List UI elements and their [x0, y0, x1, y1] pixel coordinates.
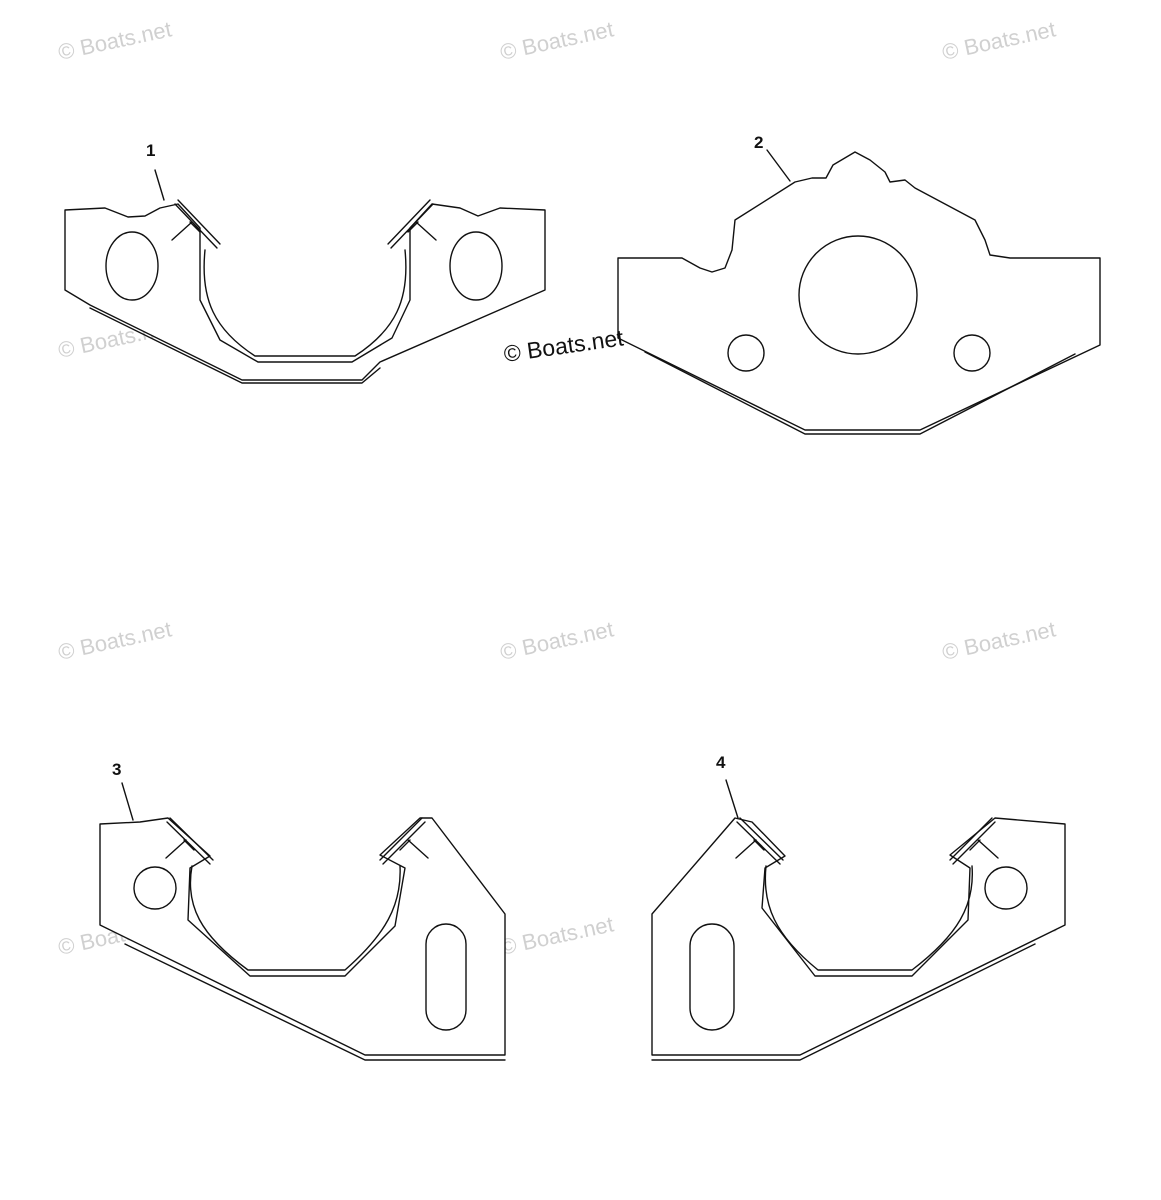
- gasket-4-hole-slot: [689, 923, 735, 1031]
- gasket-1-leader: [154, 169, 165, 201]
- watermark-text: © Boats.net: [498, 16, 616, 64]
- watermark-layer: © Boats.net © Boats.net © Boats.net © Bo…: [56, 16, 1058, 959]
- watermark-text: © Boats.net: [940, 616, 1058, 664]
- gasket-1-tab-left: [171, 199, 221, 249]
- gasket-4-callout: 4: [716, 753, 726, 772]
- gasket-1-callout: 1: [146, 141, 155, 160]
- gasket-1-outline: [64, 203, 546, 381]
- gasket-2[interactable]: 2: [617, 133, 1101, 435]
- gasket-3-tab-right: [379, 817, 429, 865]
- gasket-2-edge: [644, 351, 1076, 435]
- watermark-text: © Boats.net: [498, 616, 616, 664]
- gasket-4-outline: [651, 817, 1066, 1056]
- gasket-4-tab-right: [949, 817, 999, 865]
- gasket-2-callout: 2: [754, 133, 763, 152]
- gasket-3-hole-round: [133, 866, 177, 910]
- gasket-2-hole-center: [798, 235, 918, 355]
- gasket-1-tab-right: [387, 199, 437, 249]
- gasket-4-tab-left: [735, 817, 784, 865]
- gasket-3-leader: [121, 782, 134, 821]
- watermark-text: © Boats.net: [940, 16, 1058, 64]
- gasket-1-hole-left: [105, 231, 159, 301]
- gasket-4-edge: [651, 943, 1036, 1061]
- gasket-2-leader: [766, 149, 791, 182]
- gasket-2-hole-left: [727, 334, 765, 372]
- watermark-text: © Boats.net: [56, 616, 174, 664]
- gasket-3-edge: [124, 943, 506, 1061]
- gasket-4-hole-round: [984, 866, 1028, 910]
- gasket-3-callout: 3: [112, 760, 121, 779]
- gasket-1-inner-bead: [203, 249, 407, 357]
- gasket-3-inner-bead: [189, 865, 401, 971]
- gasket-4-leader: [725, 779, 739, 819]
- gasket-1-hole-right: [449, 231, 503, 301]
- gasket-2-hole-right: [953, 334, 991, 372]
- gasket-3-hole-slot: [425, 923, 467, 1031]
- gasket-4[interactable]: 4: [651, 753, 1066, 1061]
- gasket-4-inner-bead: [764, 865, 974, 971]
- watermark-center: © Boats.net: [502, 324, 626, 367]
- gasket-3[interactable]: 3: [99, 760, 506, 1061]
- gasket-1-edge: [89, 307, 381, 384]
- watermark-text: © Boats.net: [56, 16, 174, 64]
- gasket-3-tab-left: [165, 817, 214, 865]
- gasket-1[interactable]: 1: [64, 141, 546, 384]
- watermark-text: © Boats.net: [498, 911, 616, 959]
